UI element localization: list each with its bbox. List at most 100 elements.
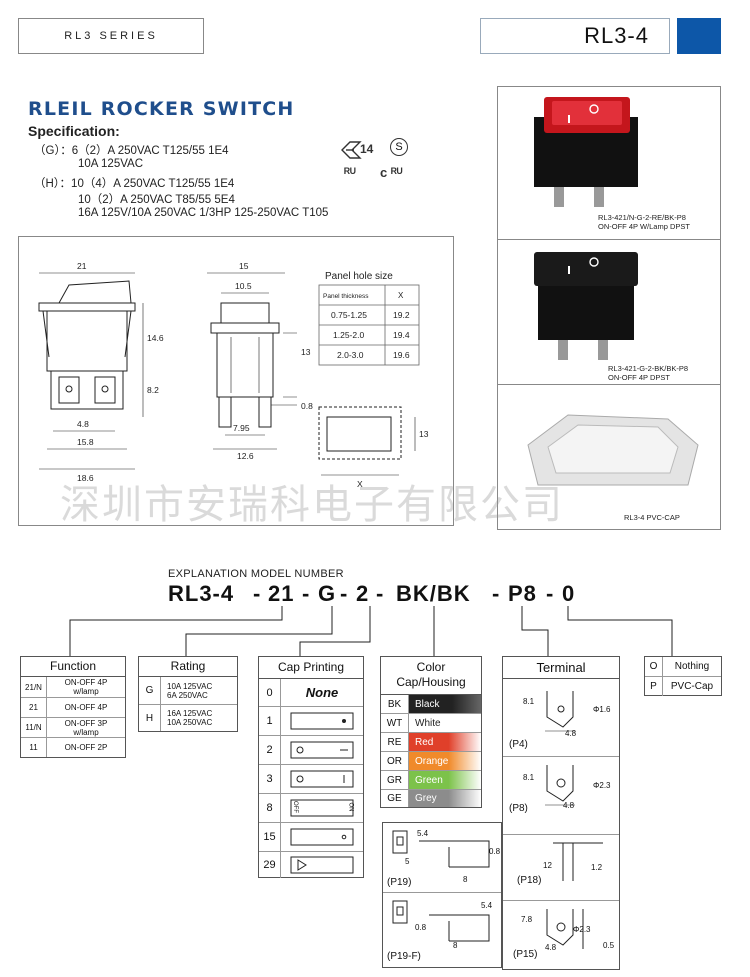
- terminal-label: (P8): [509, 803, 528, 814]
- code-separator: -: [253, 581, 262, 606]
- dim-label: 0.8: [489, 847, 501, 856]
- color-subtitle: Cap/Housing: [396, 675, 466, 689]
- terminal-label: (P18): [517, 875, 542, 886]
- function-desc: ON-OFF 4P w/lamp: [64, 678, 108, 696]
- dim-label: X: [357, 479, 363, 489]
- spec-title: Specification:: [28, 123, 120, 139]
- code-separator: -: [302, 581, 311, 606]
- dim-label: 5.4: [481, 901, 493, 910]
- cap-code: 29: [259, 852, 281, 878]
- dim-label: 15: [239, 261, 249, 271]
- dim-label: 8.1: [523, 773, 535, 782]
- spec-line: 16A 125V/10A 250VAC 1/3HP 125-250VAC T10…: [78, 207, 329, 219]
- color-white-swatch: White: [409, 714, 481, 732]
- photo-caption: RL3-421-G-2-BK/BK-P8: [608, 364, 689, 373]
- dim-label: 0.8: [301, 401, 313, 411]
- panel-cell: 2.0-3.0: [337, 350, 364, 360]
- function-code: 11: [21, 738, 47, 757]
- dim-label: 5: [405, 857, 410, 866]
- color-code: GE: [381, 790, 409, 807]
- dim-label: 8: [453, 941, 458, 950]
- photo-black-switch: RL3-421-G-2-BK/BK-P8 ON-OFF 4P DPST: [497, 239, 721, 385]
- model-title: RL3-4: [480, 18, 670, 54]
- cap-symbol-off-on-icon: [290, 799, 354, 817]
- color-code: RE: [381, 733, 409, 751]
- color-green-swatch: Green: [409, 771, 481, 789]
- dim-label: 12: [543, 861, 552, 870]
- rating-code: G: [139, 677, 161, 704]
- dim-label: 13: [301, 347, 311, 357]
- color-code: OR: [381, 752, 409, 770]
- cap-code: 2: [259, 736, 281, 764]
- dim-label: 14.6: [147, 333, 164, 343]
- rating-desc: 10A 125VAC 6A 250VAC: [167, 681, 213, 700]
- function-desc: ON-OFF 2P: [64, 743, 108, 752]
- photo-caption: ON-OFF 4P DPST: [608, 373, 670, 382]
- dim-label: 0.5: [603, 941, 615, 950]
- cap-code: 15: [259, 823, 281, 851]
- panel-cell: 19.6: [393, 350, 410, 360]
- terminal-p19-panel: 5.4 5 0.8 8 (P19) 5.4 0.8 8 (P19-F): [382, 822, 502, 968]
- photo-caption: RL3-4 PVC-CAP: [624, 513, 680, 522]
- code-part-rating: G: [318, 581, 337, 606]
- cap-off-label: OFF: [292, 801, 298, 813]
- color-code: GR: [381, 771, 409, 789]
- photo-caption: ON-OFF 4P W/Lamp DPST: [598, 222, 690, 231]
- spec-line: （H）：10（4）A 250VAC T125/55 1E4: [34, 178, 235, 190]
- rating-title: Rating: [139, 657, 237, 677]
- dim-label: 8.1: [523, 697, 535, 706]
- terminal-label: (P4): [509, 739, 528, 750]
- code-part-extra: 0: [562, 581, 576, 606]
- terminal-label: (P19-F): [387, 951, 421, 962]
- enec-mark-icon: [340, 138, 378, 160]
- dim-label: 4.8: [545, 943, 557, 952]
- dim-label: 7.95: [233, 423, 250, 433]
- watermark: 深圳市安瑞科电子有限公司: [60, 482, 564, 528]
- code-separator: -: [340, 581, 349, 606]
- function-code: 21: [21, 698, 47, 717]
- explanation-heading: EXPLANATION MODEL NUMBER: [168, 568, 344, 580]
- terminal-table: Terminal 8.1 Φ1.6 4.8 (P4) 8.1 Φ2.3 4.8 …: [502, 656, 620, 970]
- dim-label: Φ2.3: [593, 781, 611, 790]
- terminal-title: Terminal: [503, 657, 619, 679]
- extra-code: O: [645, 657, 663, 676]
- code-separator: -: [546, 581, 555, 606]
- cap-code: 3: [259, 765, 281, 793]
- dim-label: 18.6: [77, 473, 94, 483]
- panel-cell: 1.25-2.0: [333, 330, 364, 340]
- cap-printing-title: Cap Printing: [259, 657, 363, 679]
- dim-label: 15.8: [77, 437, 94, 447]
- rating-table: Rating G 10A 125VAC 6A 250VAC H 16A 125VAC…: [138, 656, 238, 732]
- color-red-swatch: Red: [409, 733, 481, 751]
- rating-desc: 16A 125VAC 10A 250VAC: [167, 709, 213, 727]
- panel-head: X: [398, 291, 404, 300]
- spec-line: 10A 125VAC: [78, 158, 144, 170]
- extra-code: P: [645, 677, 663, 696]
- color-code: BK: [381, 695, 409, 713]
- page-title: RLEIL ROCKER SWITCH: [28, 98, 295, 120]
- extra-desc: Nothing: [674, 661, 710, 672]
- color-code: WT: [381, 714, 409, 732]
- cap-code: 0: [259, 679, 281, 706]
- cap-symbol-circle-dash-icon: [290, 741, 354, 759]
- code-part-terminal: P8: [508, 581, 537, 606]
- cap-none: None: [305, 685, 339, 700]
- enec-number: 14: [360, 142, 374, 156]
- extra-desc: PVC-Cap: [670, 681, 714, 692]
- photo-lamp-switch: RL3-421/N-G-2-RE/BK-P8 ON-OFF 4P W/Lamp …: [497, 86, 721, 240]
- cap-code: 8: [259, 794, 281, 822]
- brand-square: [677, 18, 721, 54]
- dim-label: 4.8: [563, 801, 575, 810]
- ul-mark-icon: ᴿᵁ: [344, 165, 356, 180]
- dim-label: 8: [463, 875, 468, 884]
- panel-head: Panel thickness: [323, 293, 369, 300]
- function-desc: ON-OFF 4P: [64, 703, 108, 712]
- panel-hole-title: Panel hole size: [325, 271, 393, 282]
- cap-symbol-circle-bar-icon: [290, 770, 354, 788]
- rating-code: H: [139, 705, 161, 731]
- cap-symbol-small-dot-icon: [290, 828, 354, 846]
- dim-label: 5.4: [417, 829, 429, 838]
- function-desc: ON-OFF 3P w/lamp: [64, 718, 108, 737]
